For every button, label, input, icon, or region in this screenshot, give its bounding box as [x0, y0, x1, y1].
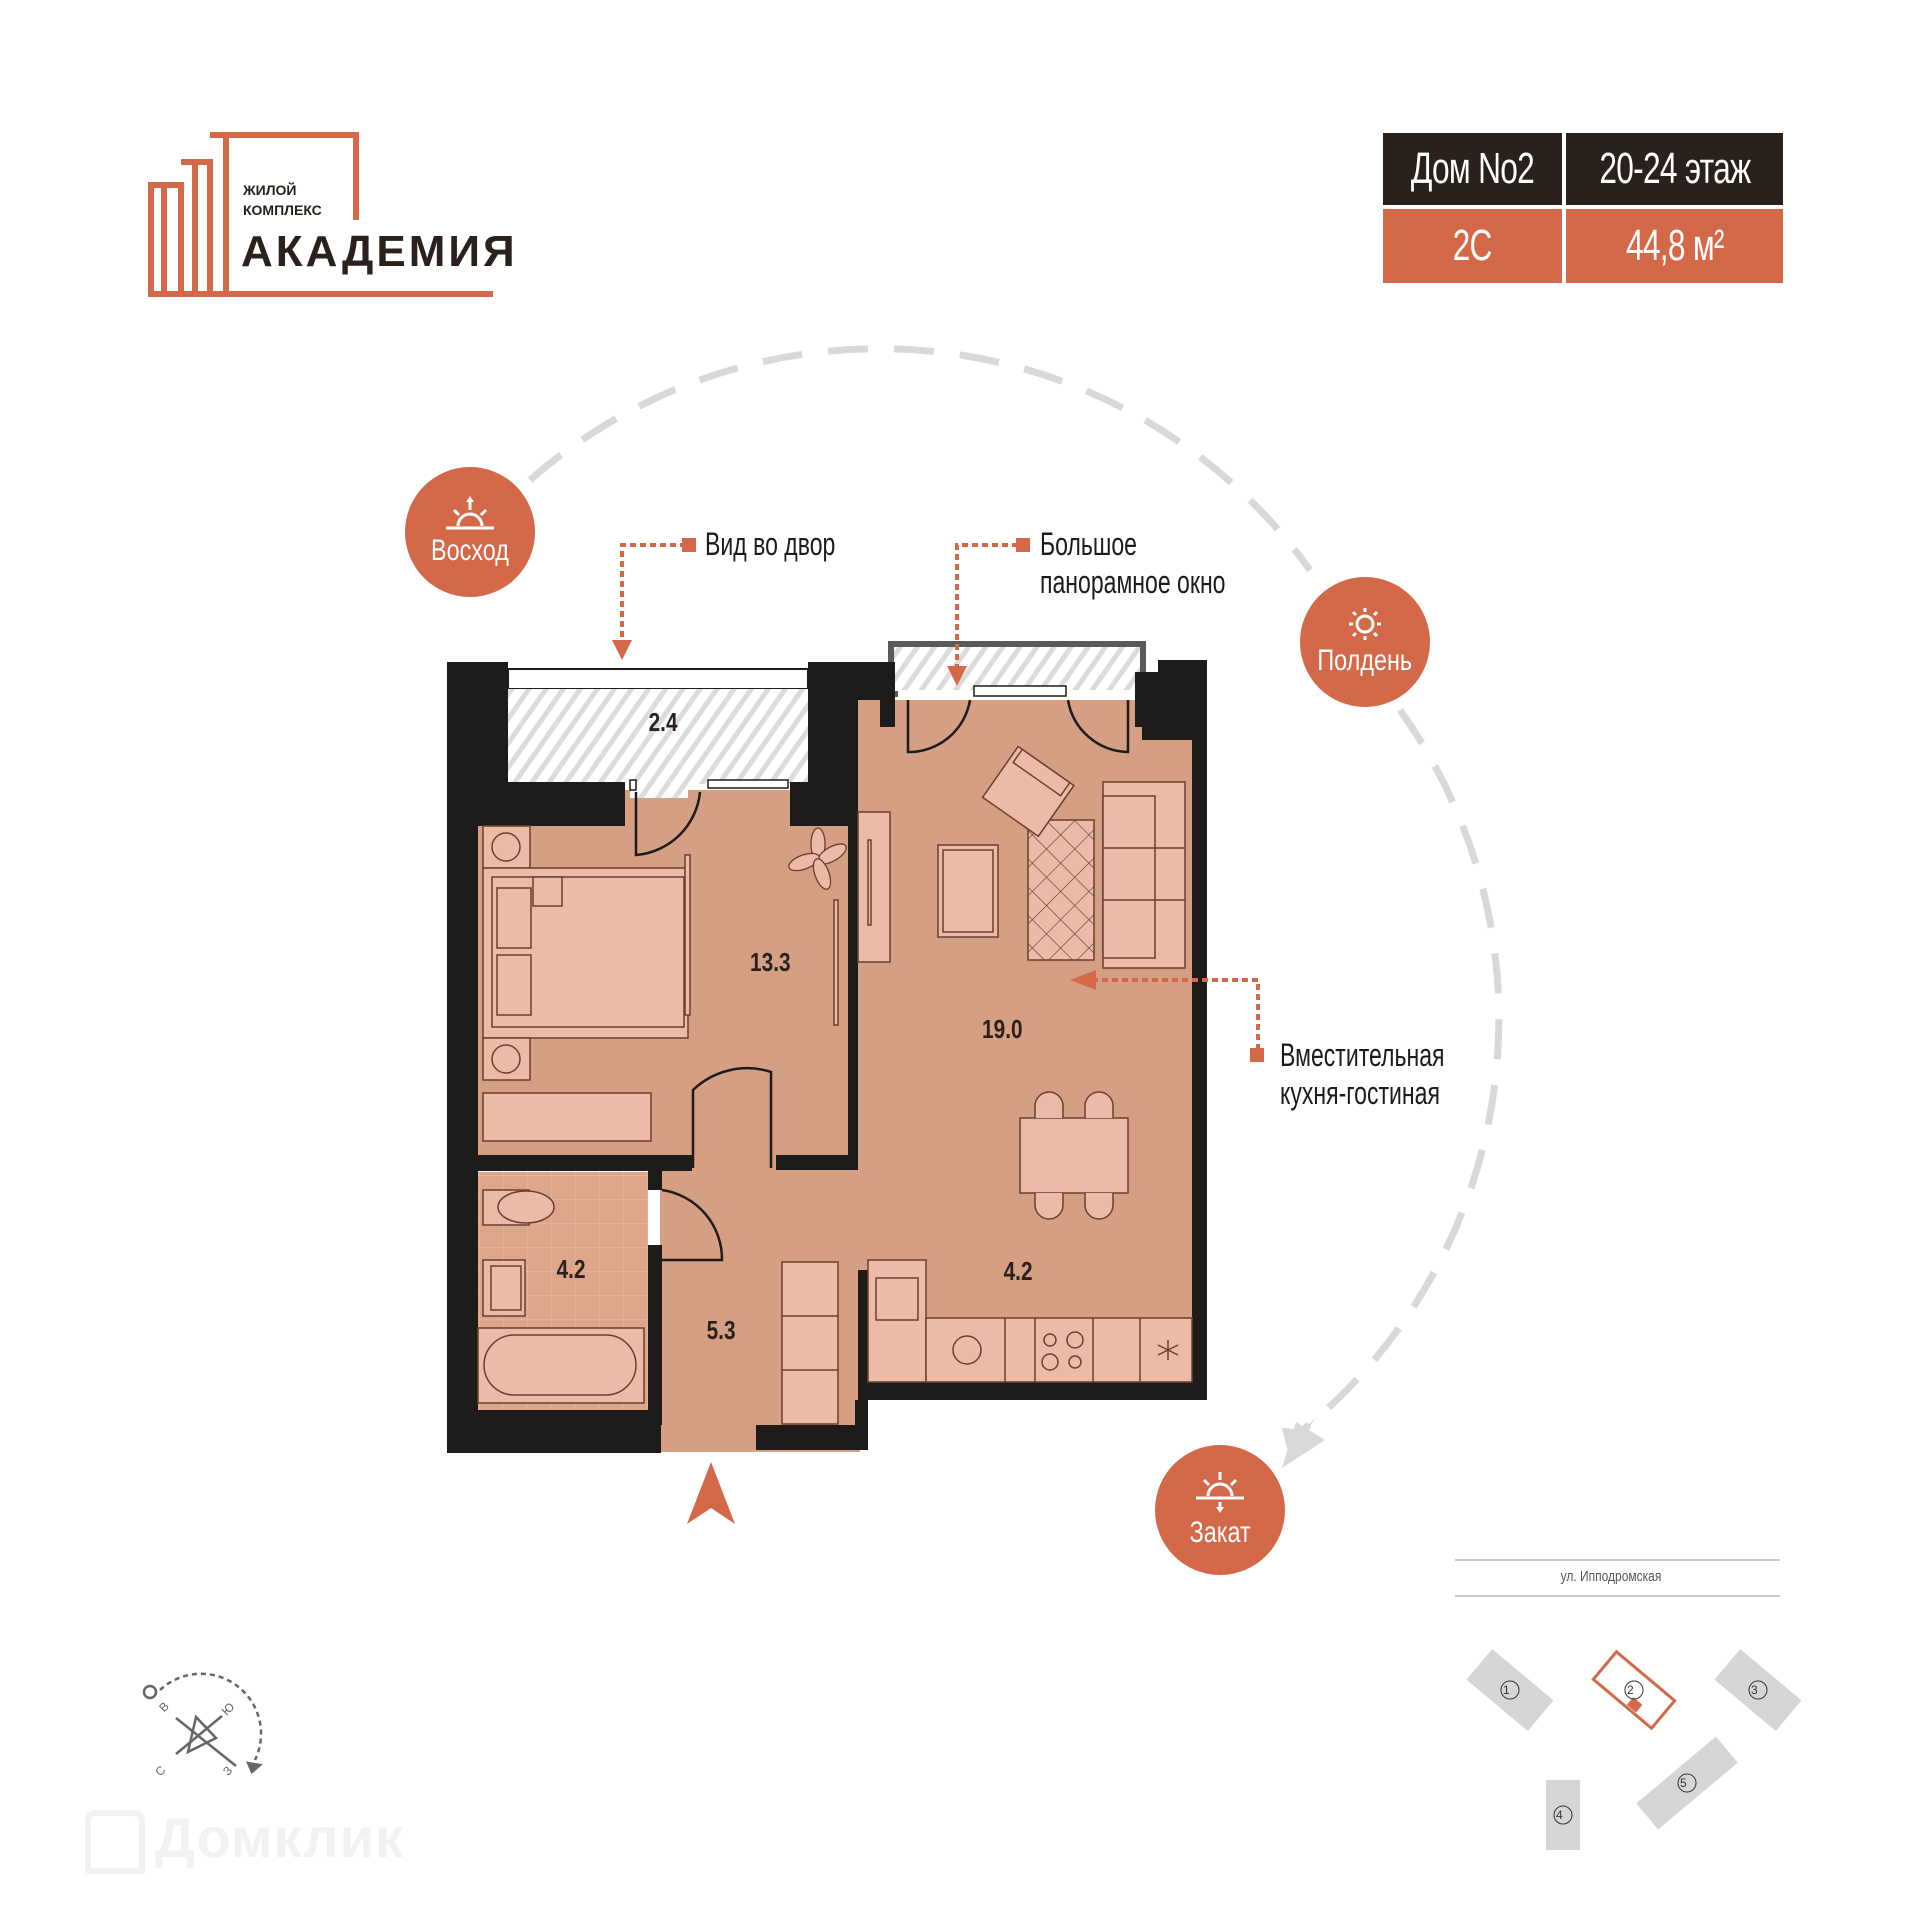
living-furniture: [857, 745, 1193, 1383]
logo-subtitle-1: ЖИЛОЙ: [243, 182, 297, 198]
compass-icon: [142, 1672, 263, 1775]
area-balcony: 2.4: [648, 707, 678, 737]
logo-name: АКАДЕМИЯ: [241, 227, 518, 276]
area-living: 19.0: [982, 1014, 1023, 1044]
building-5-label: 5: [1680, 1776, 1687, 1790]
plant-icon: [788, 827, 847, 890]
walls: [447, 660, 1207, 1453]
watermark-house-icon: [85, 1810, 145, 1875]
bathroom-furniture: [477, 1189, 645, 1404]
callout-arrows: [620, 543, 1260, 1050]
logo-building-icon: [148, 132, 493, 297]
sunrise-icon: [446, 496, 494, 530]
noon-badge: Полдень: [1300, 577, 1430, 707]
floor-range: 20-24 этаж: [1566, 133, 1783, 205]
callout-yard-view: Вид во двор: [705, 526, 836, 562]
building-3-label: 3: [1751, 1683, 1758, 1697]
apartment-area: 44,8 м²: [1566, 209, 1783, 283]
building-4-label: 4: [1556, 1808, 1563, 1822]
area-hall: 5.3: [706, 1315, 736, 1345]
area-kitchen: 4.2: [1003, 1256, 1033, 1286]
sun-path-arc: [527, 345, 1503, 1443]
bedroom-furniture: [482, 825, 839, 1142]
entrance-arrow-icon: [687, 1462, 735, 1524]
street-name: ул. Ипподромская: [1560, 1568, 1662, 1585]
sunrise-badge: Восход: [405, 467, 535, 597]
logo-subtitle-2: КОМПЛЕКС: [243, 202, 322, 218]
site-plan: [1466, 1648, 1802, 1850]
area-bedroom: 13.3: [750, 947, 791, 977]
sun-icon: [1349, 608, 1381, 640]
apartment-info-table: Дом No2 20-24 этаж 2С 44,8 м²: [1383, 133, 1783, 283]
apartment-type: 2С: [1383, 209, 1562, 283]
hall-wardrobe: [781, 1261, 839, 1425]
watermark: Домклик: [85, 1805, 404, 1875]
building-1-label: 1: [1503, 1683, 1510, 1697]
logo: ЖИЛОЙ КОМПЛЕКС АКАДЕМИЯ: [148, 122, 515, 297]
house-number: Дом No2: [1383, 133, 1562, 205]
building-2-label: 2: [1627, 1683, 1634, 1697]
area-bathroom: 4.2: [556, 1254, 586, 1284]
sunset-icon: [1196, 1472, 1244, 1513]
sunset-badge: Закат: [1155, 1445, 1285, 1575]
